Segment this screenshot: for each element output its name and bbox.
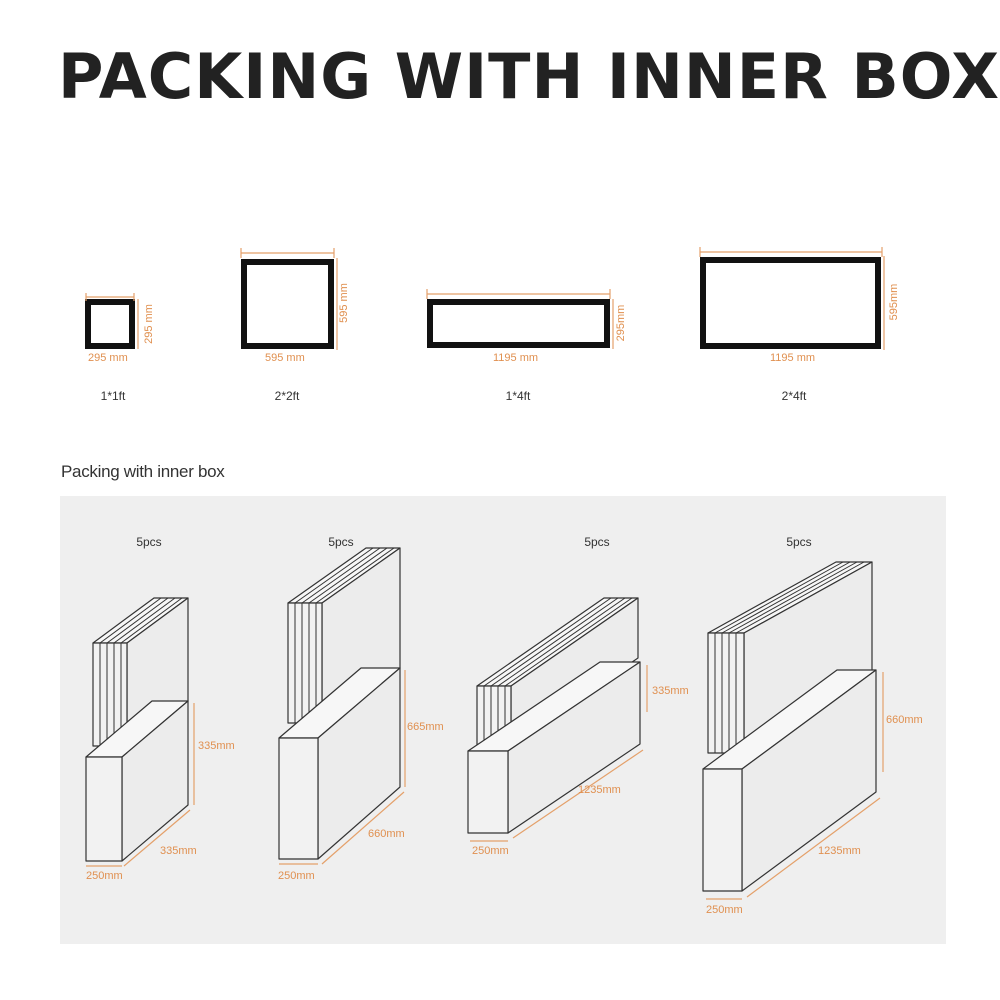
panel-2x4: 1195 mm 595mm 2*4ft xyxy=(699,247,900,403)
panel-height-label: 295mm xyxy=(615,305,627,342)
page-title: PACKING WITH INNER BOX xyxy=(58,40,1000,113)
panel-size-label: 1*4ft xyxy=(506,389,531,403)
box-length-label: 1235mm xyxy=(578,784,621,796)
inner-box-1: 5pcs 335mm 335mm 250mm xyxy=(85,535,235,882)
panel-width-label: 295 mm xyxy=(88,352,128,364)
panel-width-label: 1195 mm xyxy=(493,352,538,364)
box-height-label: 335mm xyxy=(198,740,235,752)
panel-frame xyxy=(427,299,610,348)
panel-frame xyxy=(700,257,881,349)
pcs-label: 5pcs xyxy=(136,535,161,549)
panel-size-label: 1*1ft xyxy=(101,389,126,403)
panel-width-label: 595 mm xyxy=(265,352,305,364)
box-depth-label: 250mm xyxy=(706,904,743,916)
panel-frame xyxy=(241,259,334,349)
panel-height-label: 595mm xyxy=(888,284,900,321)
panel-size-label: 2*2ft xyxy=(275,389,300,403)
box-height-label: 335mm xyxy=(652,685,689,697)
panel-height-label: 295 mm xyxy=(143,304,155,344)
inner-box-4: 5pcs 660mm 1235mm 250mm xyxy=(702,535,923,916)
pcs-label: 5pcs xyxy=(328,535,353,549)
pcs-label: 5pcs xyxy=(584,535,609,549)
panel-2x2: 595 mm 595 mm 2*2ft xyxy=(240,248,350,403)
panel-size-label: 2*4ft xyxy=(782,389,807,403)
box-depth-label: 250mm xyxy=(86,870,123,882)
box-length-label: 335mm xyxy=(160,845,197,857)
box-length-label: 1235mm xyxy=(818,845,861,857)
inner-box-2: 5pcs 665mm 660mm 250mm xyxy=(278,535,444,882)
pcs-label: 5pcs xyxy=(786,535,811,549)
panel-width-label: 1195 mm xyxy=(770,352,815,364)
box-length-label: 660mm xyxy=(368,828,405,840)
panel-frame xyxy=(85,299,135,349)
inner-box-3: 5pcs 335mm 1235mm 250mm xyxy=(467,535,689,857)
section-subtitle: Packing with inner box xyxy=(61,462,225,481)
panel-1x1: 295 mm 295 mm 1*1ft xyxy=(85,293,155,403)
box-depth-label: 250mm xyxy=(472,845,509,857)
box-height-label: 660mm xyxy=(886,714,923,726)
panel-height-label: 595 mm xyxy=(338,283,350,323)
panel-1x4: 1195 mm 295mm 1*4ft xyxy=(426,289,627,403)
box-height-label: 665mm xyxy=(407,721,444,733)
box-depth-label: 250mm xyxy=(278,870,315,882)
